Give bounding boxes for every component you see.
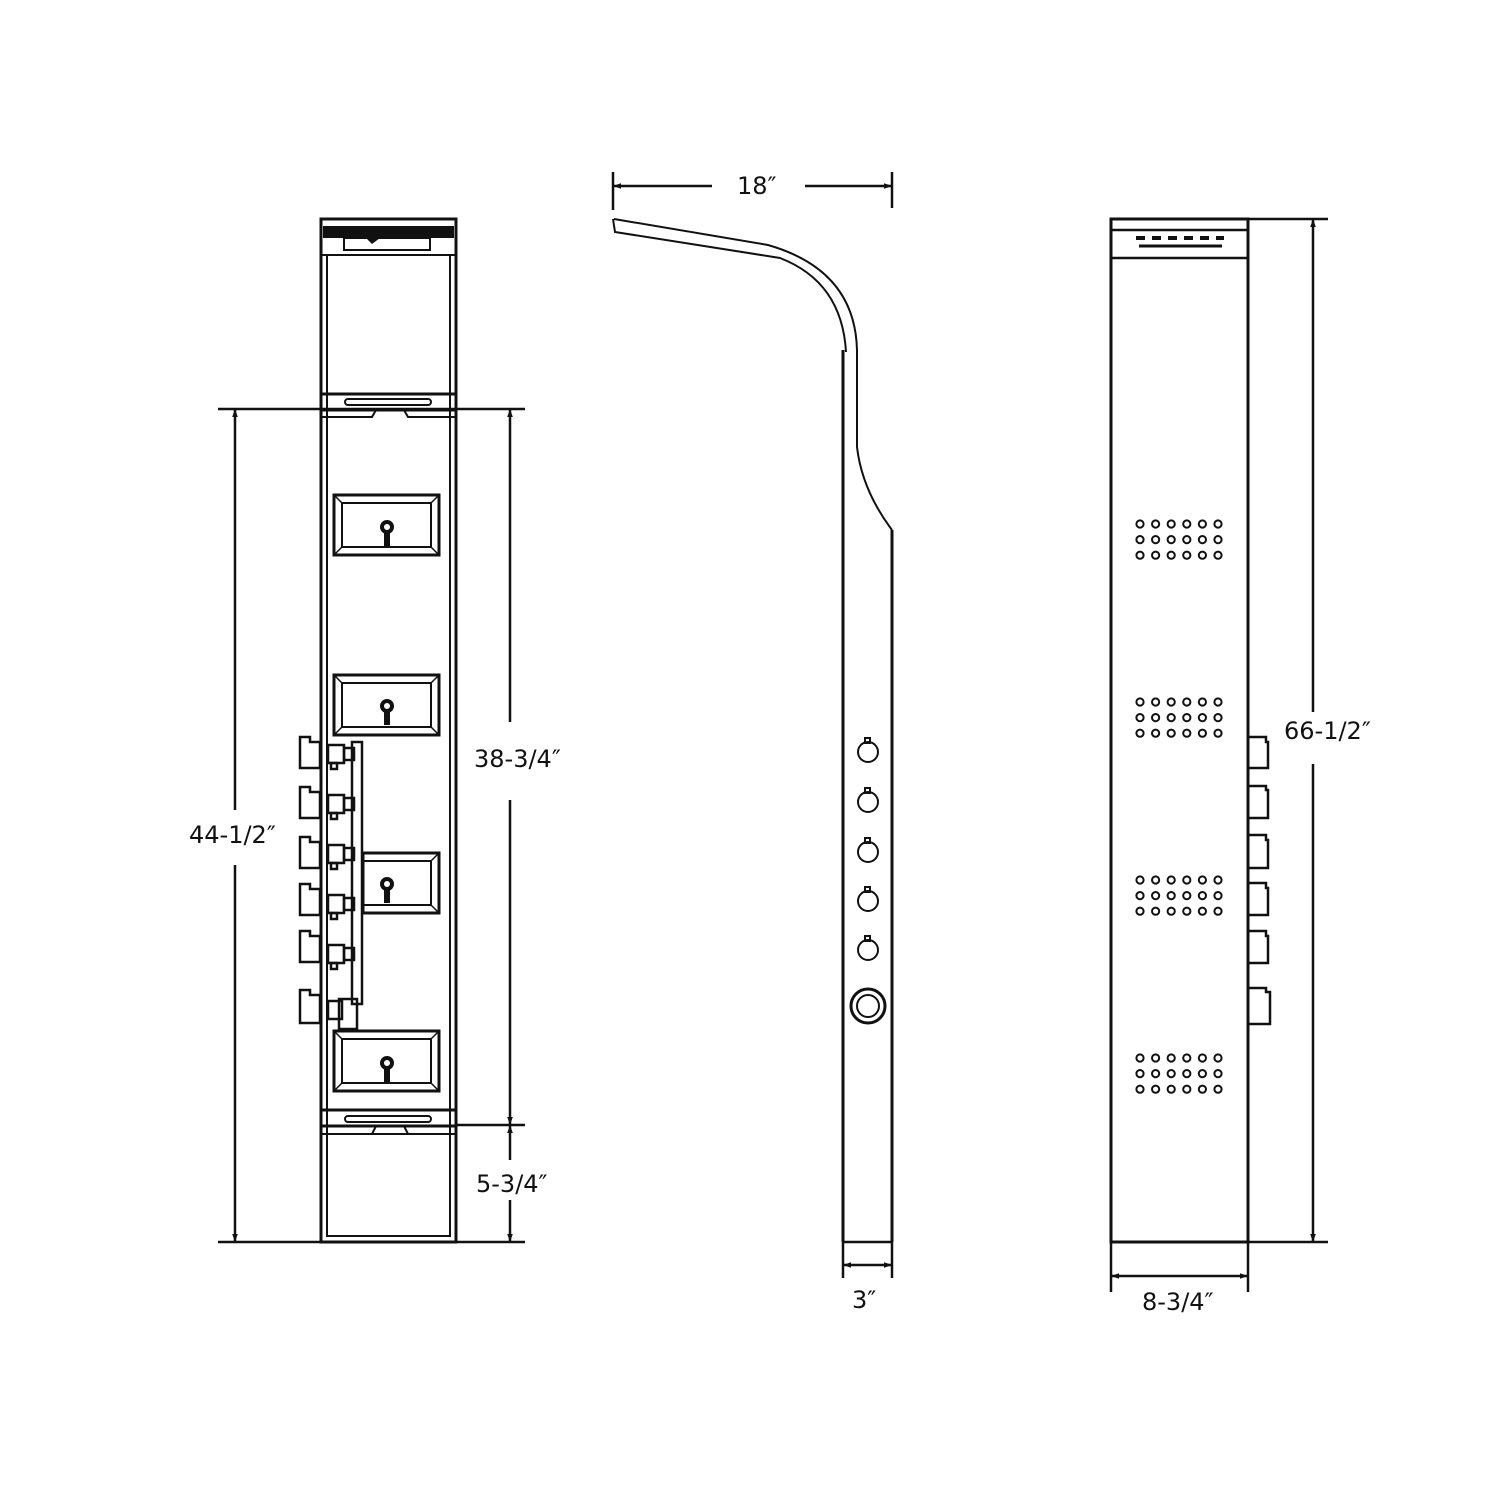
rain-head-slots	[1136, 236, 1224, 248]
rain-head-arm	[612, 218, 858, 353]
dimension-inlet-height: 44-1/2″	[189, 821, 276, 849]
dimension-top-width: 18″	[737, 172, 777, 200]
body-jet-4	[332, 1029, 441, 1093]
front-view-dimensions	[1109, 217, 1328, 1292]
diverter-outer	[849, 987, 887, 1025]
upper-bracket	[321, 392, 456, 418]
knob-2	[857, 791, 879, 813]
valve-2	[298, 785, 356, 821]
body-jet-3	[361, 851, 441, 915]
back-view-dimensions	[218, 407, 525, 1244]
knob-1	[857, 741, 879, 763]
body-jet-1	[332, 493, 441, 557]
jet-grid-4	[1135, 1053, 1223, 1094]
dimension-panel-width: 8-3/4″	[1142, 1288, 1214, 1316]
valve-1	[298, 735, 356, 771]
valve-manifold	[298, 735, 364, 1031]
lower-bracket	[321, 1108, 456, 1237]
dimension-jet-span: 38-3/4″	[474, 745, 561, 773]
dimension-depth: 3″	[852, 1286, 877, 1314]
valve-4	[298, 882, 356, 921]
valve-3	[298, 835, 356, 871]
side-view-dimensions	[611, 172, 894, 1278]
diverter-inner	[856, 994, 880, 1018]
dimension-total-height: 66-1/2″	[1284, 717, 1371, 745]
dimension-bottom-offset: 5-3/4″	[476, 1170, 548, 1198]
top-cap	[320, 218, 457, 256]
knob-4	[857, 890, 879, 912]
control-knobs	[849, 737, 887, 1025]
body-jet-2	[332, 673, 441, 737]
jet-grid-3	[1135, 875, 1223, 916]
back-view	[298, 217, 458, 1244]
jet-grid-1	[1135, 519, 1223, 560]
front-view	[1109, 217, 1272, 1244]
jet-grids	[1135, 519, 1223, 1094]
jet-grid-2	[1135, 697, 1223, 738]
valve-5	[298, 929, 356, 971]
knob-5	[857, 939, 879, 961]
knob-3	[857, 841, 879, 863]
valve-6	[298, 988, 344, 1025]
side-view	[612, 218, 894, 1244]
side-handles	[1248, 735, 1272, 1026]
